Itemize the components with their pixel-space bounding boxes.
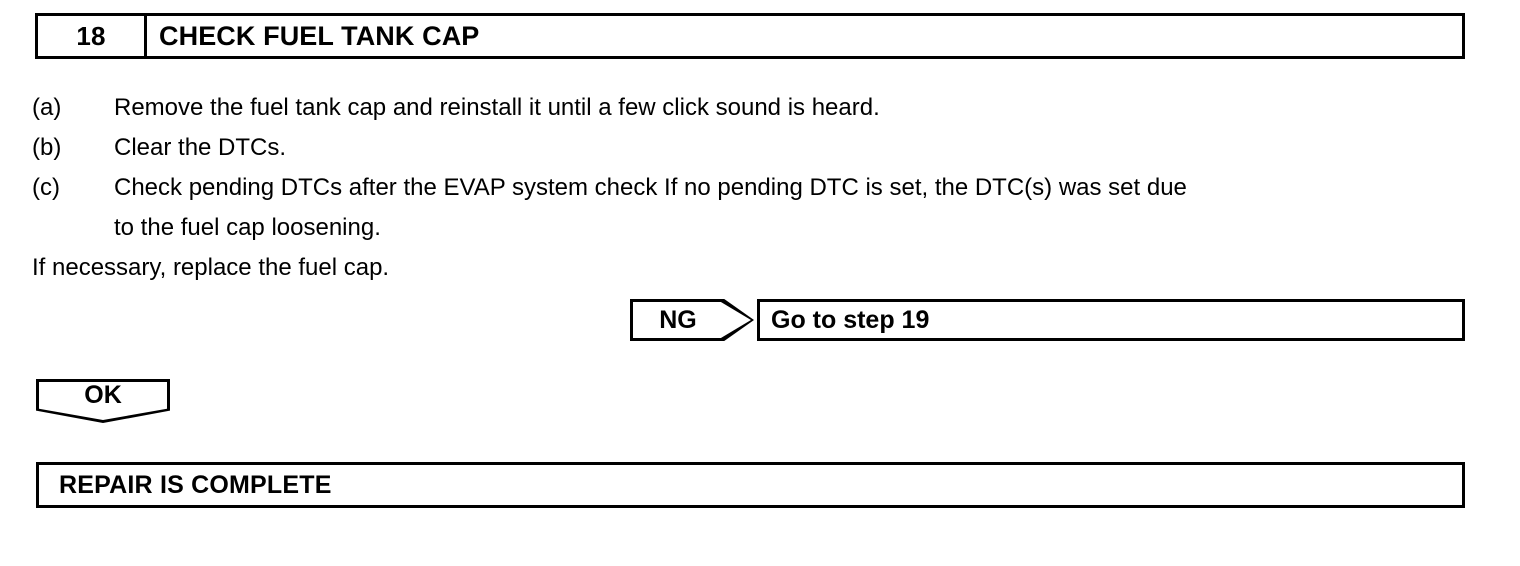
procedure-item-c: (c) Check pending DTCs after the EVAP sy… [32, 168, 1480, 208]
procedure-item-text: Check pending DTCs after the EVAP system… [114, 174, 1187, 201]
procedure-item-text: Remove the fuel tank cap and reinstall i… [114, 94, 880, 121]
ng-result-box[interactable]: Go to step 19 [757, 299, 1465, 341]
step-title: CHECK FUEL TANK CAP [159, 20, 480, 51]
step-title-cell: CHECK FUEL TANK CAP [147, 16, 1462, 56]
procedure-item-label: (b) [32, 134, 62, 161]
procedure-item-text: Clear the DTCs. [114, 134, 287, 161]
ok-result-text: REPAIR IS COMPLETE [59, 470, 332, 499]
ng-arrow-shape [630, 299, 754, 341]
step-header-bar: 18 CHECK FUEL TANK CAP [35, 13, 1465, 59]
procedure-item-label: (c) [32, 174, 60, 201]
procedure-note: If necessary, replace the fuel cap. [32, 254, 390, 281]
ok-branch-label: OK [84, 381, 122, 409]
procedure-item-c-continuation: to the fuel cap loosening. [114, 214, 381, 241]
step-number-cell: 18 [38, 16, 147, 56]
ng-result-text: Go to step 19 [771, 305, 930, 334]
procedure-item-label: (a) [32, 94, 62, 121]
procedure-list: (a) Remove the fuel tank cap and reinsta… [32, 88, 1480, 288]
procedure-item-a: (a) Remove the fuel tank cap and reinsta… [32, 88, 1480, 128]
step-number: 18 [76, 21, 106, 51]
ok-result-box[interactable]: REPAIR IS COMPLETE [36, 462, 1465, 508]
ng-branch-label: NG [659, 305, 697, 334]
procedure-item-b: (b) Clear the DTCs. [32, 128, 1480, 168]
